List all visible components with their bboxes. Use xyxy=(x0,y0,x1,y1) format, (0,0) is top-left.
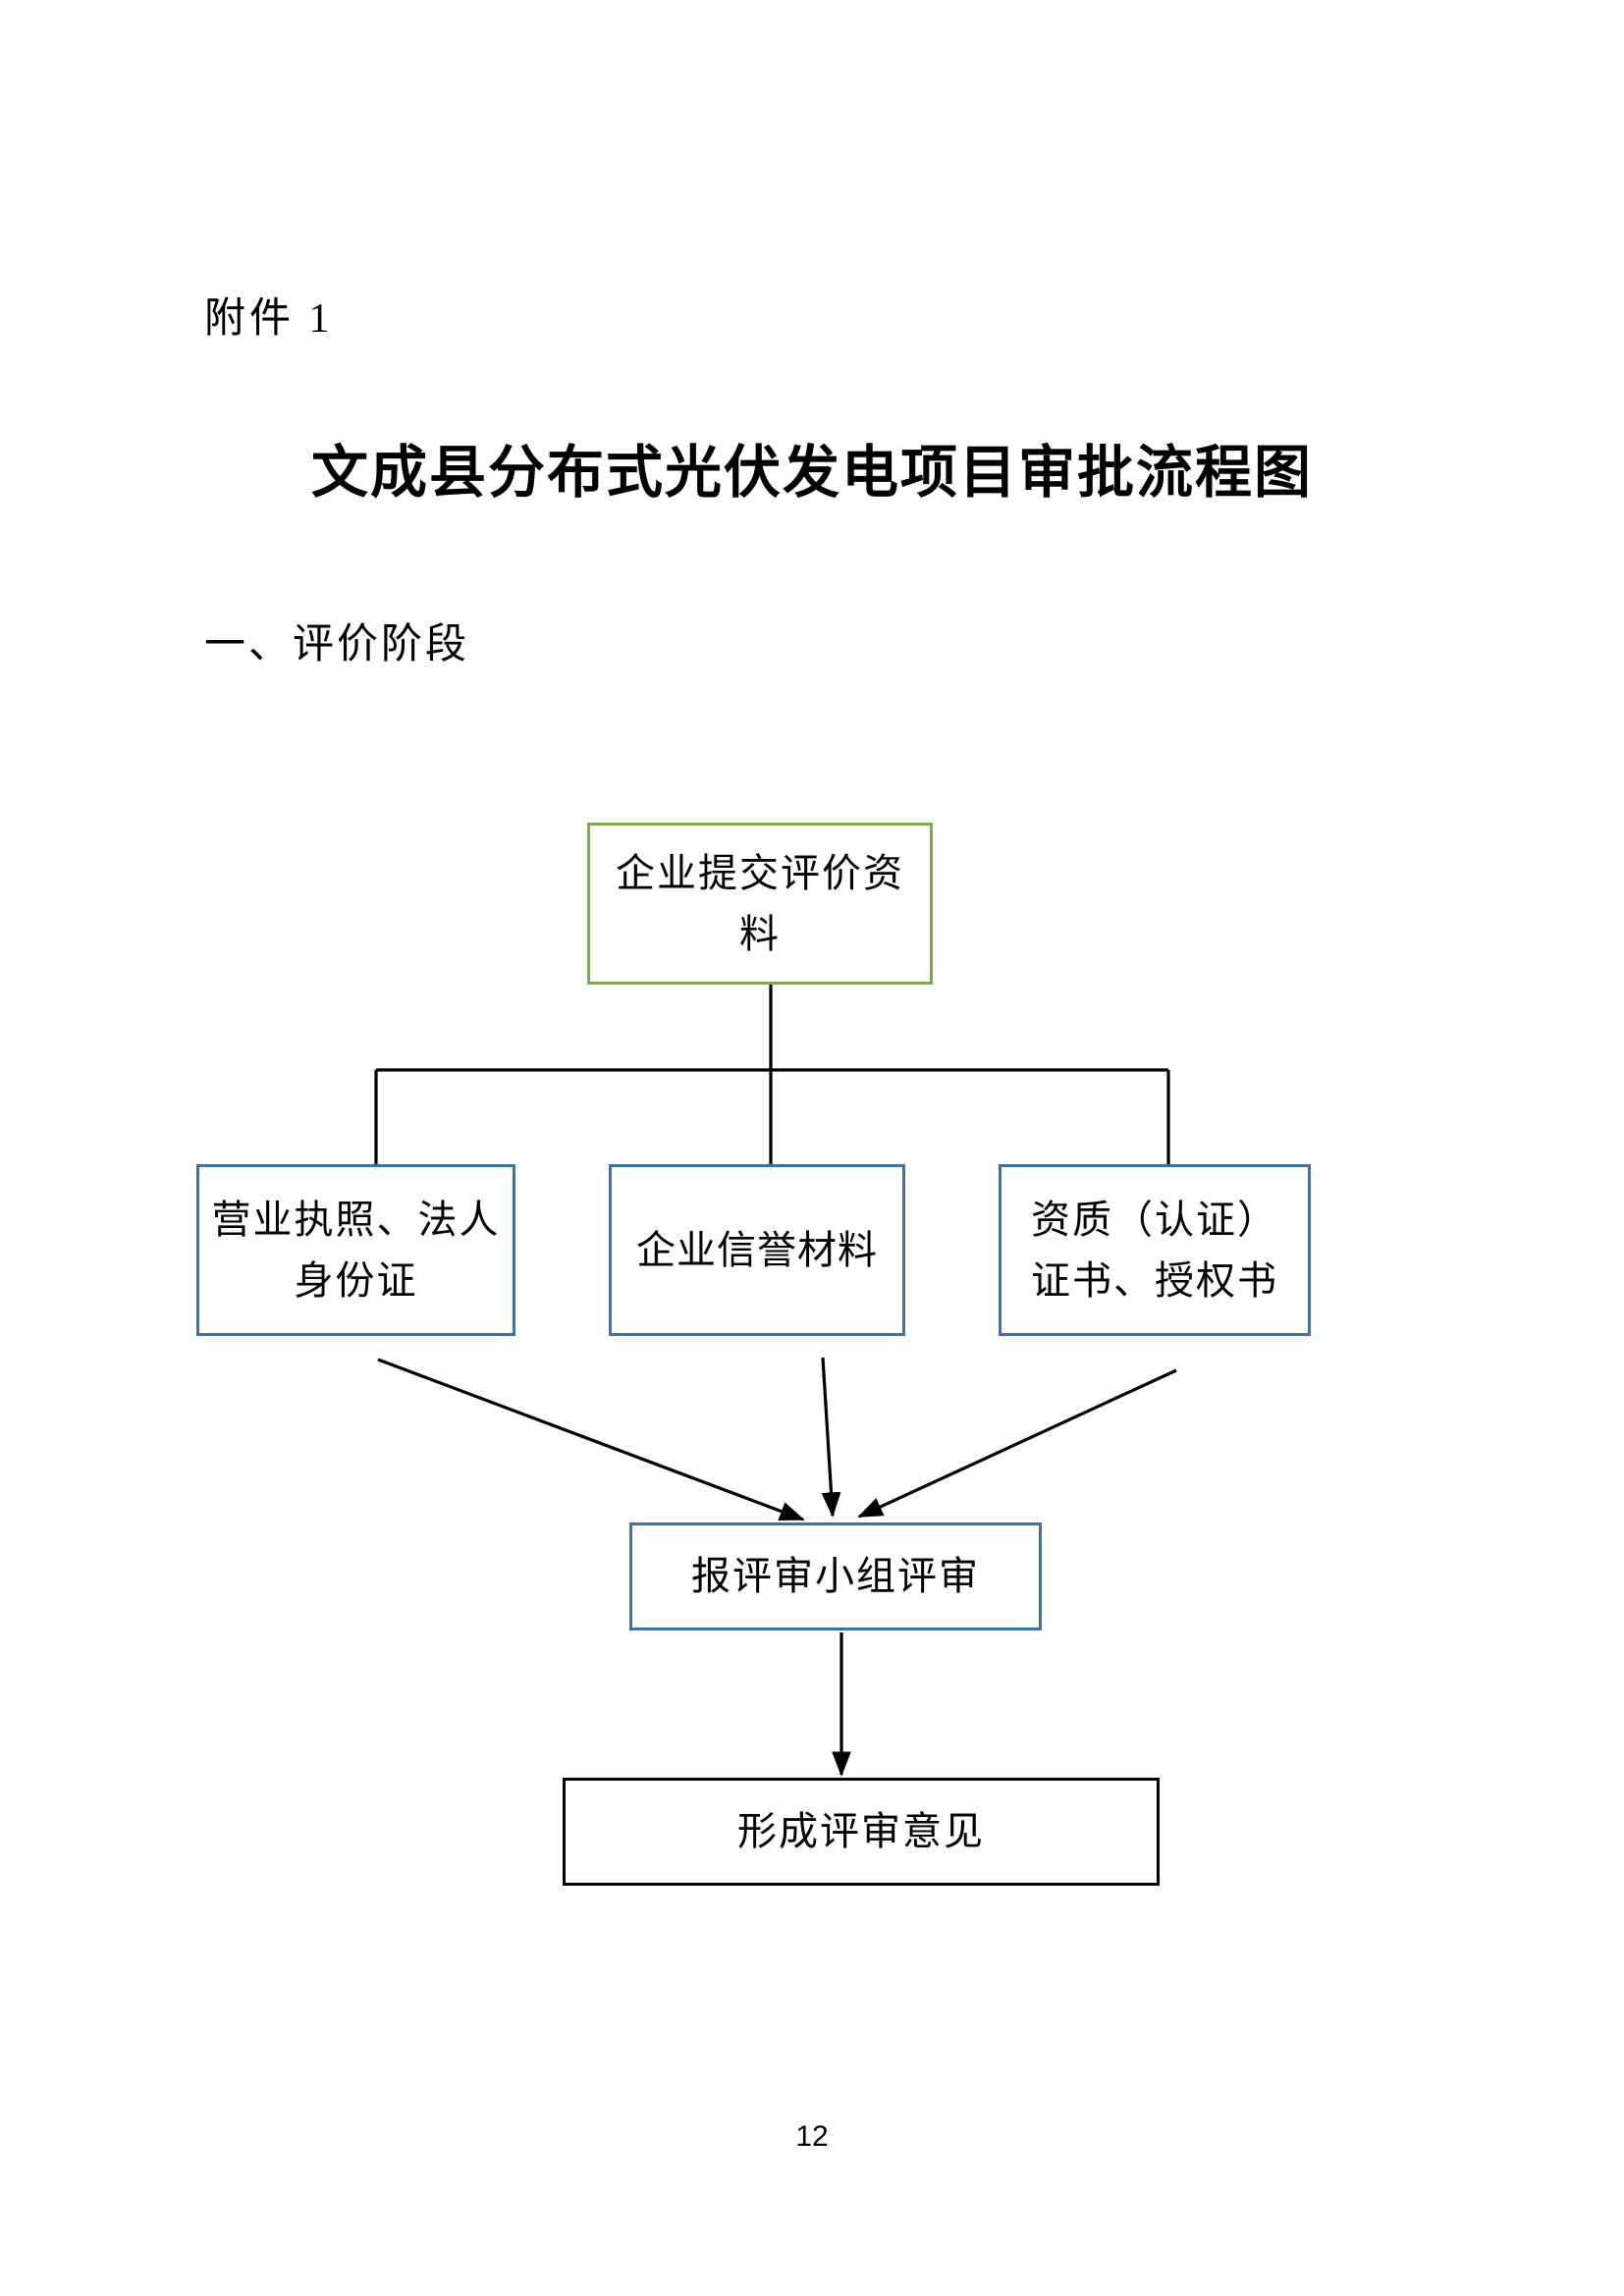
attachment-label: 附件 1 xyxy=(204,296,334,342)
edge-submit-fork xyxy=(374,985,1170,1164)
flow-node-form-review-opinion[interactable]: 形成评审意见 xyxy=(563,1778,1160,1886)
edge-license-to-review xyxy=(377,1358,805,1522)
flow-node-submit-evaluation-materials[interactable]: 企业提交评价资料 xyxy=(587,823,933,985)
edge-qualify-to-review xyxy=(857,1368,1177,1519)
flow-node-business-license[interactable]: 营业执照、法人身份证 xyxy=(196,1164,515,1336)
edge-credit-to-review xyxy=(821,1357,841,1518)
section-heading: 一、评价阶段 xyxy=(204,622,470,667)
page-title: 文成县分布式光伏发电项目审批流程图 xyxy=(310,441,1313,505)
page-number: 12 xyxy=(795,2120,829,2153)
flow-node-submit-to-review-panel[interactable]: 报评审小组评审 xyxy=(629,1522,1042,1630)
flow-node-qualification-certificate[interactable]: 资质（认证）证书、授权书 xyxy=(999,1164,1311,1336)
flow-node-enterprise-credit-materials[interactable]: 企业信誉材料 xyxy=(609,1164,905,1336)
